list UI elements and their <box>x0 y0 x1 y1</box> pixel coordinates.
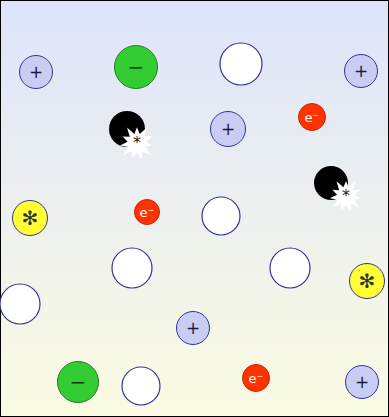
particle-symbol: + <box>354 63 368 80</box>
positive-ion: + <box>176 311 210 345</box>
particle-symbol: * <box>342 188 350 204</box>
particle-symbol: + <box>221 121 235 138</box>
particle-symbol: + <box>355 374 369 391</box>
particle-symbol: − <box>128 57 145 77</box>
negative-ion: − <box>114 45 158 89</box>
electron: e⁻ <box>298 103 326 131</box>
positive-ion: + <box>345 365 379 399</box>
particle-symbol: e⁻ <box>140 206 155 219</box>
particle-symbol: ✻ <box>22 208 39 228</box>
particle-symbol: e⁻ <box>249 372 264 385</box>
neutral-atoms <box>0 43 310 405</box>
particle-symbol: − <box>70 372 87 392</box>
excited-particle: ✻ <box>349 263 385 299</box>
particle-symbol: ✻ <box>359 271 376 291</box>
emission-burst: * <box>328 178 364 214</box>
particle-symbol: + <box>29 64 43 81</box>
positive-ion: + <box>19 55 53 89</box>
positive-ion: + <box>344 54 378 88</box>
excited-particle: ✻ <box>12 200 48 236</box>
positive-ion: + <box>210 111 246 147</box>
particle-symbol: * <box>133 135 141 151</box>
negative-ion: − <box>57 361 99 403</box>
electron: e⁻ <box>134 199 160 225</box>
particle-symbol: e⁻ <box>305 111 320 124</box>
emission-burst: * <box>118 124 156 162</box>
particle-symbol: + <box>186 320 200 337</box>
electron: e⁻ <box>242 364 270 392</box>
